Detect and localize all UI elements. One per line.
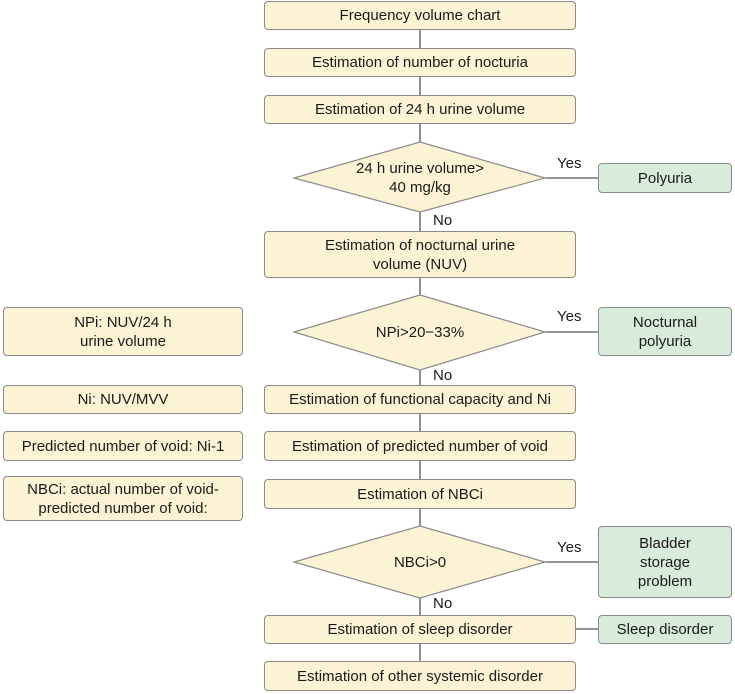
yes-label-nocturnal: Yes — [557, 308, 582, 325]
nuv-estimation-box: Estimation of nocturnal urine volume (NU… — [264, 231, 576, 278]
predicted-void-box: Estimation of predicted number of void — [264, 431, 576, 461]
polyuria-box: Polyuria — [598, 163, 732, 193]
sleep-disorder-box: Sleep disorder — [598, 615, 732, 644]
sleep-estimation-box: Estimation of sleep disorder — [264, 615, 576, 644]
yes-label-polyuria: Yes — [557, 155, 582, 172]
predicted-void-definition-box: Predicted number of void: Ni-1 — [3, 431, 243, 461]
no-label-npi: No — [433, 367, 453, 384]
yes-label-bladder: Yes — [557, 539, 582, 556]
decision-npi-text: NPi>20−33% — [375, 323, 465, 341]
ni-definition-box: Ni: NUV/MVV — [3, 385, 243, 414]
bladder-storage-box: Bladder storage problem — [598, 526, 732, 598]
systemic-estimation-box: Estimation of other systemic disorder — [264, 661, 576, 691]
decision-diamond-nbci — [291, 525, 548, 599]
decision-diamond-urine — [291, 141, 548, 213]
frequency-chart-box: Frequency volume chart — [264, 1, 576, 30]
npi-definition-box: NPi: NUV/24 h urine volume — [3, 307, 243, 356]
decision-diamond-npi — [291, 294, 548, 371]
nbci-estimation-box: Estimation of NBCi — [264, 479, 576, 509]
no-label-urine: No — [433, 212, 453, 229]
nbci-definition-box: NBCi: actual number of void- predicted n… — [3, 476, 243, 521]
no-label-nbci: No — [433, 595, 453, 612]
decision-urine-text: 24 h urine volume> 40 mg/kg — [356, 160, 484, 196]
nocturia-estimation-box: Estimation of number of nocturia — [264, 48, 576, 77]
nocturnal-polyuria-box: Nocturnal polyuria — [598, 307, 732, 356]
decision-nbci-text: NBCi>0 — [393, 553, 447, 571]
functional-capacity-box: Estimation of functional capacity and Ni — [264, 385, 576, 414]
urine-24h-estimation-box: Estimation of 24 h urine volume — [264, 95, 576, 124]
